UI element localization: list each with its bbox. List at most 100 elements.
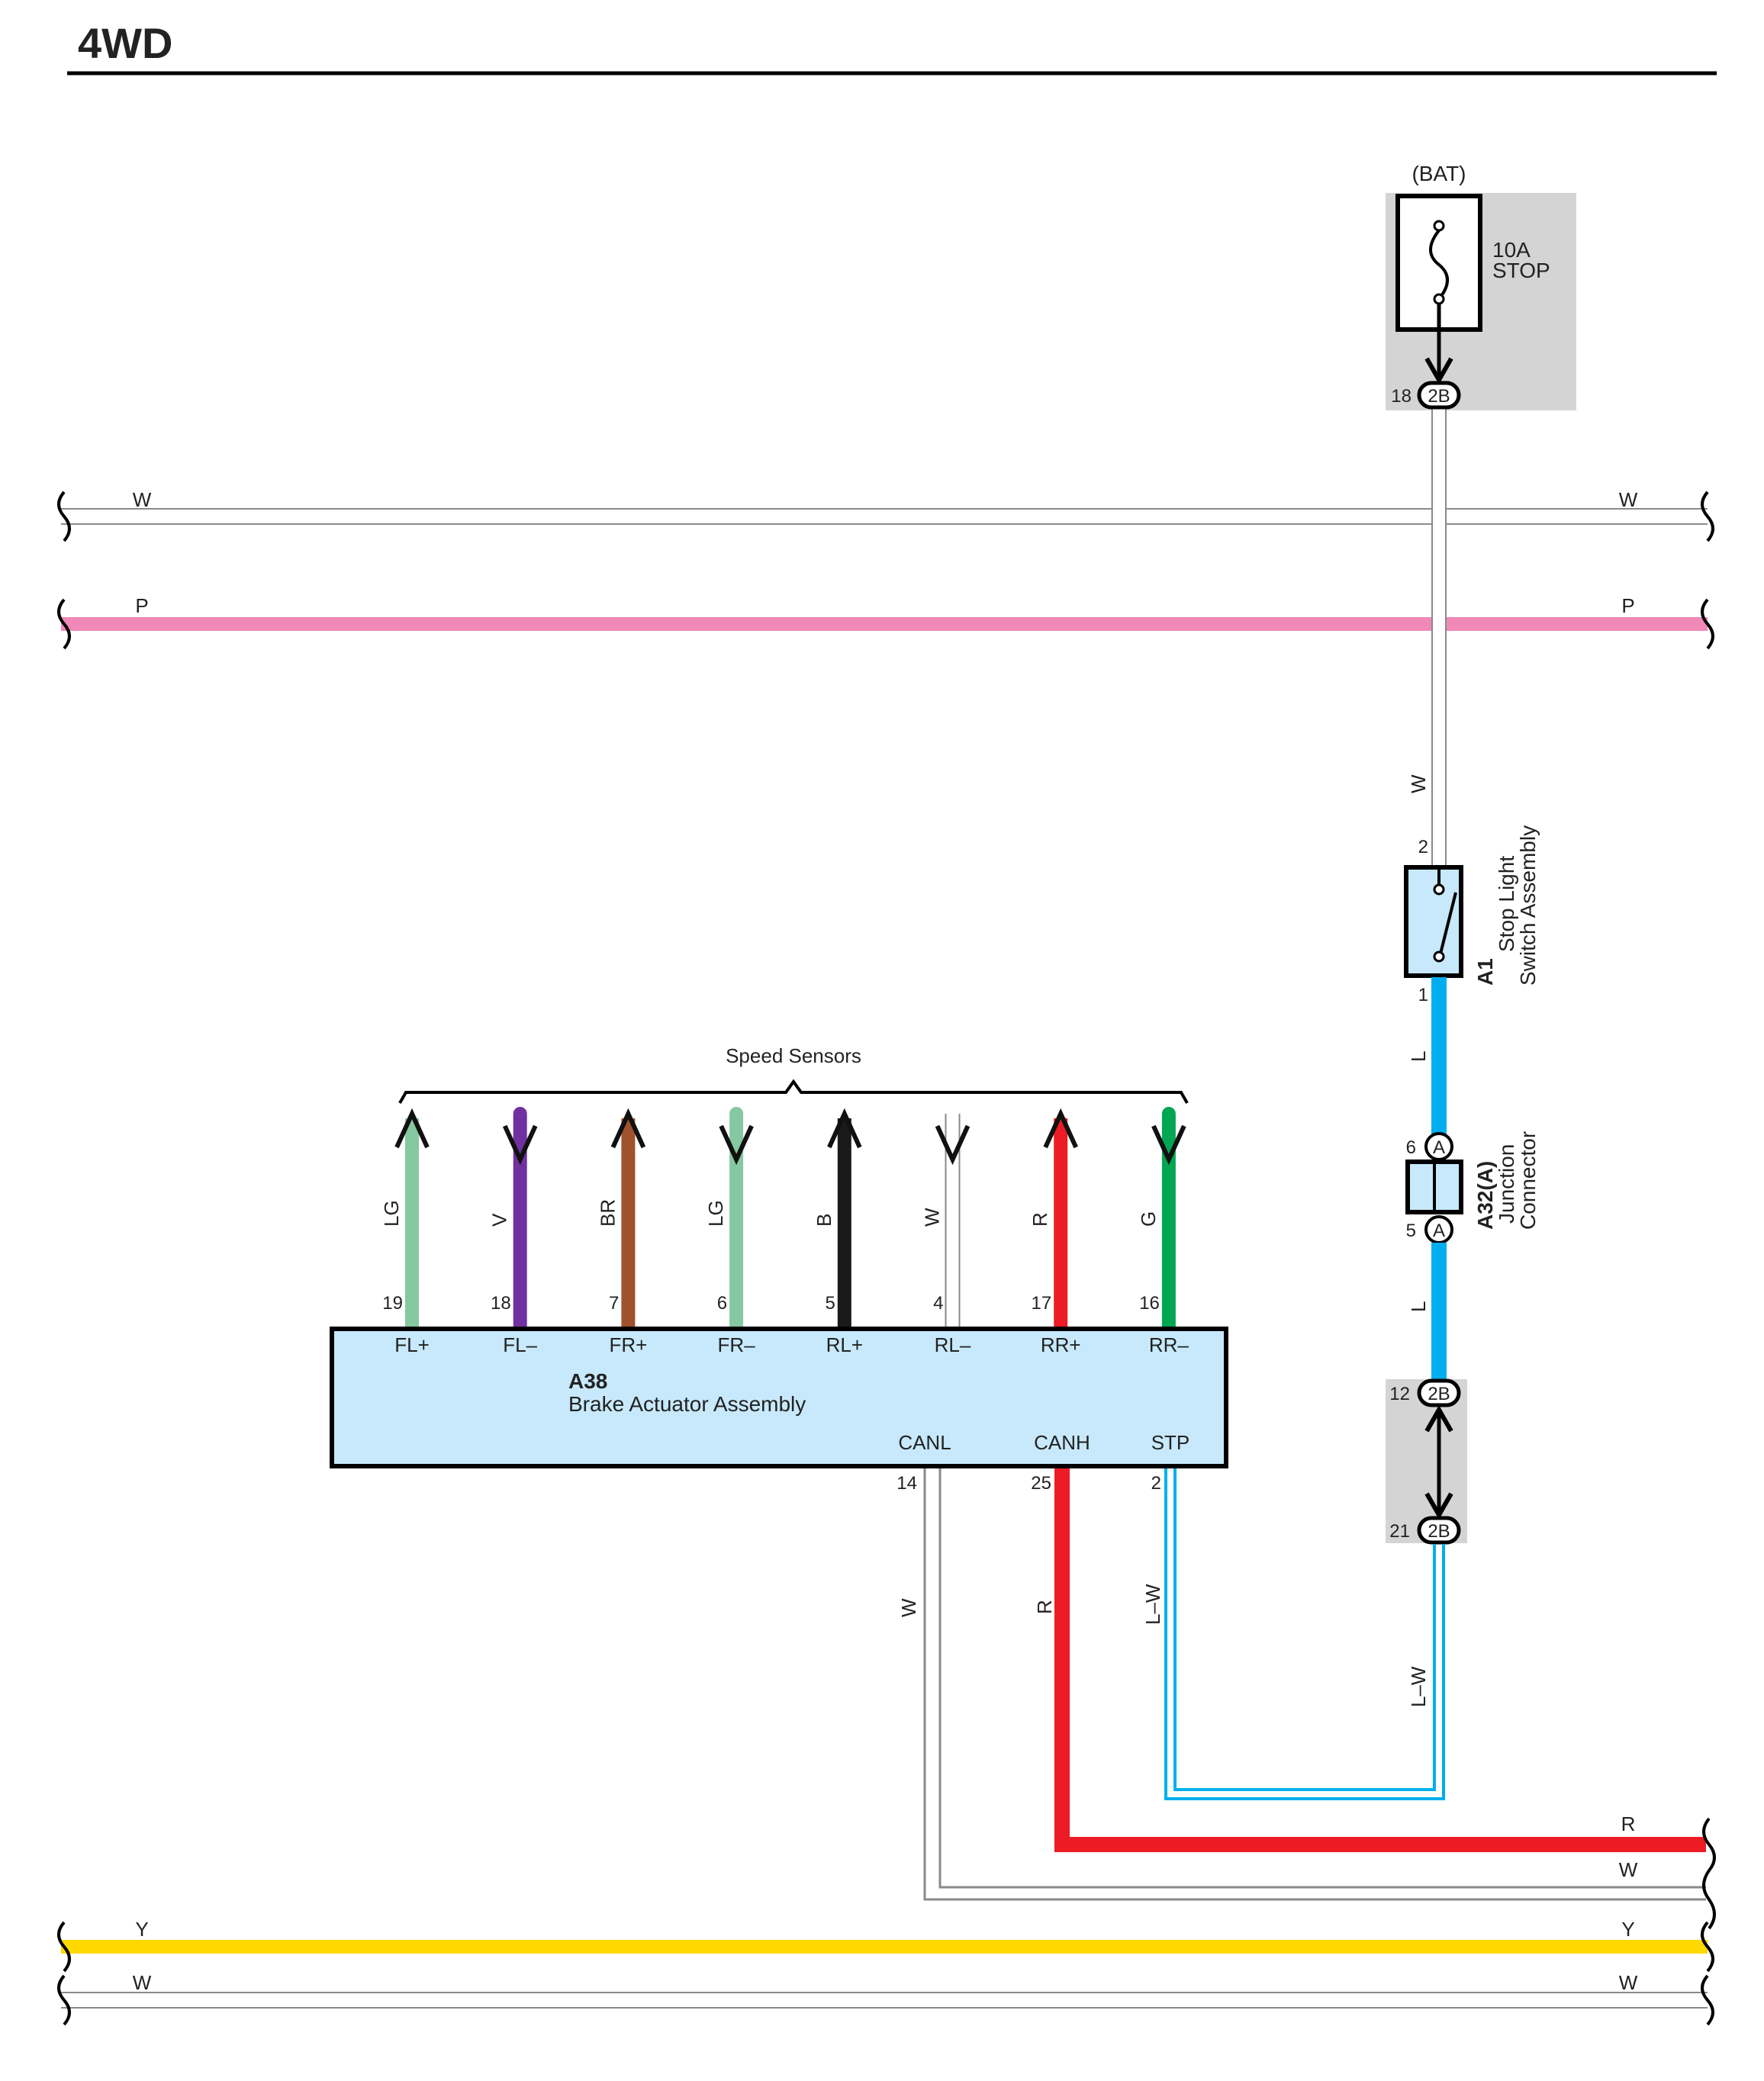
wire-canl-label: W	[897, 1598, 920, 1617]
sensor-wire-rl-minus	[935, 1114, 971, 1329]
wire-canh-label: R	[1033, 1600, 1056, 1614]
connector-2b-top-label: 2B	[1428, 386, 1450, 407]
bus-line-w-bottom	[57, 1974, 1714, 2026]
arrow-up-icon	[1043, 1108, 1078, 1149]
connector-2b-pin21-label: 2B	[1428, 1521, 1450, 1542]
diagram-title: 4WD	[78, 19, 172, 67]
bus-w-bottom-label-left: W	[133, 1971, 152, 1994]
arrow-down-icon	[719, 1124, 754, 1166]
arrow-up-icon	[827, 1108, 862, 1149]
terminal-name-fl-plus: FL+	[394, 1333, 430, 1356]
inline-connector-bg	[1386, 1379, 1467, 1543]
terminal-stp-pin: 2	[1151, 1473, 1161, 1494]
sensor-wire-fl-minus	[502, 1107, 538, 1336]
switch-name-line1: Stop Light	[1495, 856, 1518, 952]
wire-l-label-1: L	[1407, 1051, 1430, 1062]
break-mark-w-out-icon	[1702, 1869, 1716, 1930]
terminal-canl-name: CANL	[898, 1431, 951, 1454]
break-mark-right-icon	[1701, 1921, 1714, 1973]
stop-light-switch-box	[1404, 865, 1463, 978]
sensor-pin-rr-minus: 16	[1139, 1293, 1160, 1314]
sensor-pin-rr-plus: 17	[1031, 1293, 1051, 1314]
sensor-wire-rr-minus	[1151, 1107, 1186, 1336]
brake-actuator-name: Brake Actuator Assembly	[568, 1392, 806, 1416]
bus-w-bottom-label-right: W	[1619, 1971, 1638, 1994]
terminal-stp-name: STP	[1151, 1431, 1190, 1454]
switch-pin-out: 1	[1418, 985, 1428, 1005]
switch-icon	[1433, 870, 1457, 963]
connector-2b-top	[1417, 381, 1461, 410]
terminal-name-fr-plus: FR+	[609, 1333, 647, 1356]
bus-y-label-right: Y	[1621, 1918, 1634, 1941]
sensor-wire-label-rl-minus: W	[921, 1208, 944, 1227]
wire-lw-label-right: L–W	[1407, 1666, 1430, 1707]
wire-lw-label-stp: L–W	[1141, 1584, 1164, 1625]
arrow-down-icon	[502, 1124, 538, 1166]
arrow-down-icon	[1151, 1124, 1186, 1166]
inline-pin-bottom: 21	[1389, 1521, 1410, 1542]
switch-pin-in: 2	[1418, 837, 1428, 857]
wire-canh	[1054, 1468, 1706, 1852]
fuse-name: STOP	[1492, 259, 1550, 282]
break-mark-right-icon	[1701, 598, 1714, 650]
arrow-up-icon	[610, 1108, 646, 1149]
sensor-wire-label-fl-minus: V	[488, 1213, 511, 1227]
bus-w-top-label-right: W	[1619, 488, 1638, 511]
connector-2b-pin12-label: 2B	[1428, 1384, 1450, 1404]
sensor-wire-label-fl-plus: LG	[380, 1200, 403, 1227]
sensor-wire-fr-minus	[719, 1107, 754, 1336]
switch-code: A1	[1473, 958, 1497, 986]
sensor-pin-rl-minus: 4	[933, 1293, 943, 1314]
break-mark-left-icon	[57, 1974, 71, 2026]
break-mark-left-icon	[57, 1921, 71, 1973]
sensor-pin-fr-minus: 6	[717, 1293, 727, 1314]
terminal-name-rr-plus: RR+	[1041, 1333, 1081, 1356]
junction-code: A32(A)	[1473, 1161, 1497, 1230]
switch-name-line2: Switch Assembly	[1516, 825, 1540, 986]
sensor-wire-fl-plus	[394, 1108, 430, 1329]
speed-sensors-label: Speed Sensors	[726, 1044, 861, 1067]
bus-y-label-left: Y	[135, 1918, 148, 1941]
bus-line-p	[57, 598, 1714, 650]
speed-sensors-bracket-icon	[398, 1079, 1189, 1104]
bus-p-label-right: P	[1621, 594, 1634, 617]
wire-r-out-label: R	[1621, 1812, 1636, 1835]
terminal-name-rl-minus: RL–	[935, 1333, 971, 1356]
brake-actuator-code: A38	[568, 1369, 607, 1393]
terminal-canh-name: CANH	[1034, 1431, 1090, 1454]
terminal-name-fr-minus: FR–	[718, 1333, 756, 1356]
junction-name-line2: Connector	[1516, 1131, 1540, 1230]
wire-w-out-label: W	[1619, 1858, 1638, 1881]
junction-pin-top: 6	[1406, 1137, 1416, 1158]
sensor-wire-label-rr-minus: G	[1137, 1211, 1160, 1227]
double-arrow-icon	[1424, 1404, 1453, 1520]
wire-lw-stp	[1164, 1468, 1445, 1800]
sensor-wires	[394, 1107, 1186, 1336]
junction-mark-top: A	[1433, 1137, 1445, 1158]
junction-pin-bottom: 5	[1406, 1221, 1416, 1241]
brake-actuator-box	[330, 1327, 1228, 1468]
connector-2b-pin21	[1417, 1516, 1461, 1545]
junction-name-line1: Junction	[1495, 1144, 1518, 1224]
sensor-wire-fr-plus	[610, 1108, 646, 1329]
terminal-canl-pin: 14	[896, 1473, 917, 1494]
break-mark-left-icon	[57, 598, 71, 650]
inline-pin-top: 12	[1389, 1384, 1410, 1404]
sensor-terminal-labels: LG19FL+V18FL–BR7FR+LG6FR–B5RL+W4RL–R17RR…	[380, 1199, 1189, 1356]
arrow-up-icon	[394, 1108, 430, 1149]
sensor-pin-rl-plus: 5	[825, 1293, 835, 1314]
arrow-down-icon	[935, 1124, 971, 1166]
terminal-name-rr-minus: RR–	[1149, 1333, 1189, 1356]
wire-canl	[923, 1468, 1706, 1901]
fuse-rating: 10A	[1492, 238, 1531, 262]
sensor-pin-fl-minus: 18	[491, 1293, 511, 1314]
wire-w-label: W	[1407, 774, 1430, 793]
sensor-wire-rr-plus	[1043, 1108, 1078, 1329]
sensor-wire-label-fr-plus: BR	[596, 1199, 619, 1227]
break-mark-left-icon	[57, 490, 71, 542]
fuse-source-label: (BAT)	[1412, 162, 1466, 185]
bus-w-top-label-left: W	[133, 488, 152, 511]
terminal-name-fl-minus: FL–	[503, 1333, 537, 1356]
terminal-name-rl-plus: RL+	[826, 1333, 863, 1356]
bus-p-label-left: P	[135, 594, 148, 617]
